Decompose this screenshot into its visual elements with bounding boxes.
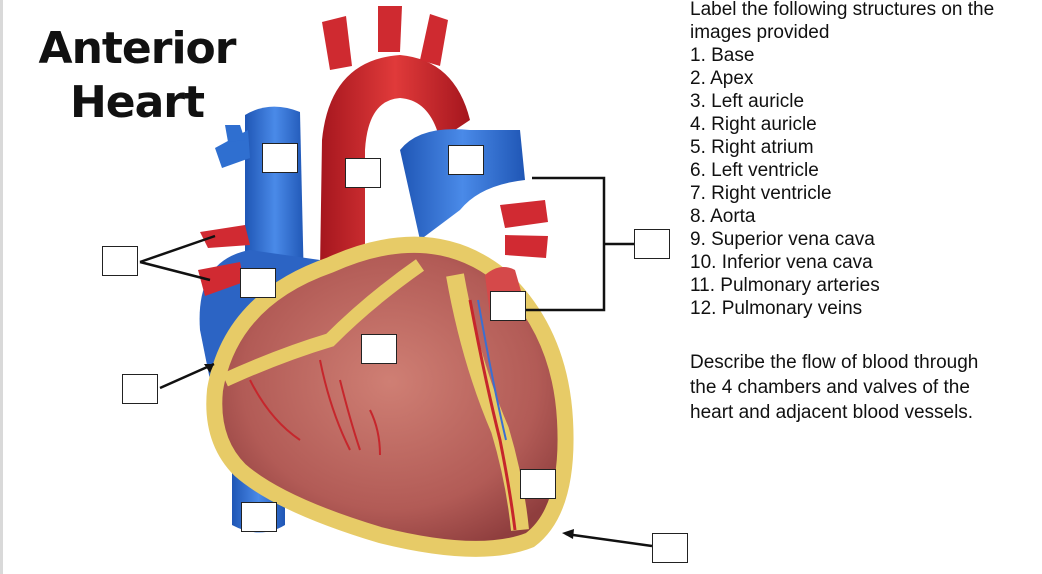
label-box-aorta[interactable] [345,158,381,188]
label-box-apex[interactable] [652,533,688,563]
arrowhead-apex [562,529,574,539]
instructions-heading-1: Label the following structures on the [690,0,995,20]
title-line-1: Anterior [38,23,237,74]
pulmonary-veins-left-2 [198,262,244,296]
instructions-panel: Label the following structures on the im… [690,0,1040,320]
list-item: 6. Left ventricle [690,160,819,181]
label-box-svc[interactable] [262,143,298,173]
label-box-pulmonary-trunk[interactable] [448,145,484,175]
list-item: 1. Base [690,45,755,66]
aortic-branch-3 [420,14,448,66]
description-line-2: the 4 chambers and valves of the [690,377,970,398]
label-box-pulmonary-veins[interactable] [102,246,138,276]
pulmonary-arteries-right-2 [505,235,548,258]
ventricles [214,244,566,549]
list-item: 4. Right auricle [690,114,817,135]
label-box-left-ventricle[interactable] [520,469,556,499]
coronary-branch [339,379,381,456]
pulmonary-trunk [400,129,525,240]
list-item: 3. Left auricle [690,91,805,112]
leader-line-apex [565,532,653,548]
arrowhead-ra [204,364,214,373]
aortic-branch-2 [378,6,402,52]
epicardial-fat [206,236,574,557]
leader-line-ra [159,362,215,390]
atrioventricular-fat [222,259,425,387]
aortic-branch-1 [322,16,352,70]
brachiocephalic-vein-2 [225,125,245,142]
coronary-artery-anterior [468,299,517,531]
list-item: 10. Inferior vena cava [690,252,873,273]
pulmonary-arteries-right [500,200,548,228]
list-item: 2. Apex [690,68,754,89]
description-text: Describe the flow of blood through the 4… [690,350,1040,425]
description-line-1: Describe the flow of blood through [690,352,979,373]
aortic-arch [320,55,470,270]
label-box-right-atrium[interactable] [240,268,276,298]
label-box-right-ventricle[interactable] [361,334,397,364]
title-line-2: Heart [69,77,205,128]
left-edge-divider [0,0,3,574]
list-item: 8. Aorta [690,206,756,227]
interventricular-fat [446,273,529,531]
coronary-artery-right [249,359,351,451]
label-box-ivc[interactable] [241,502,277,532]
list-item: 9. Superior vena cava [690,229,875,250]
instructions-heading-2: images provided [690,22,830,43]
leader-line-pv-upper [139,234,216,264]
page-title: Anterior Heart [22,22,252,130]
list-item: 11. Pulmonary arteries [690,275,880,296]
list-item: 5. Right atrium [690,137,814,158]
coronary-vein-anterior [477,299,507,441]
label-box-left-auricle[interactable] [490,291,526,321]
pulmonary-veins-left [200,225,250,248]
label-box-base[interactable] [634,229,670,259]
description-line-3: heart and adjacent blood vessels. [690,402,974,423]
leader-line-pv-lower [139,260,211,282]
list-item: 12. Pulmonary veins [690,298,863,319]
label-box-right-auricle[interactable] [122,374,158,404]
list-item: 7. Right ventricle [690,183,832,204]
